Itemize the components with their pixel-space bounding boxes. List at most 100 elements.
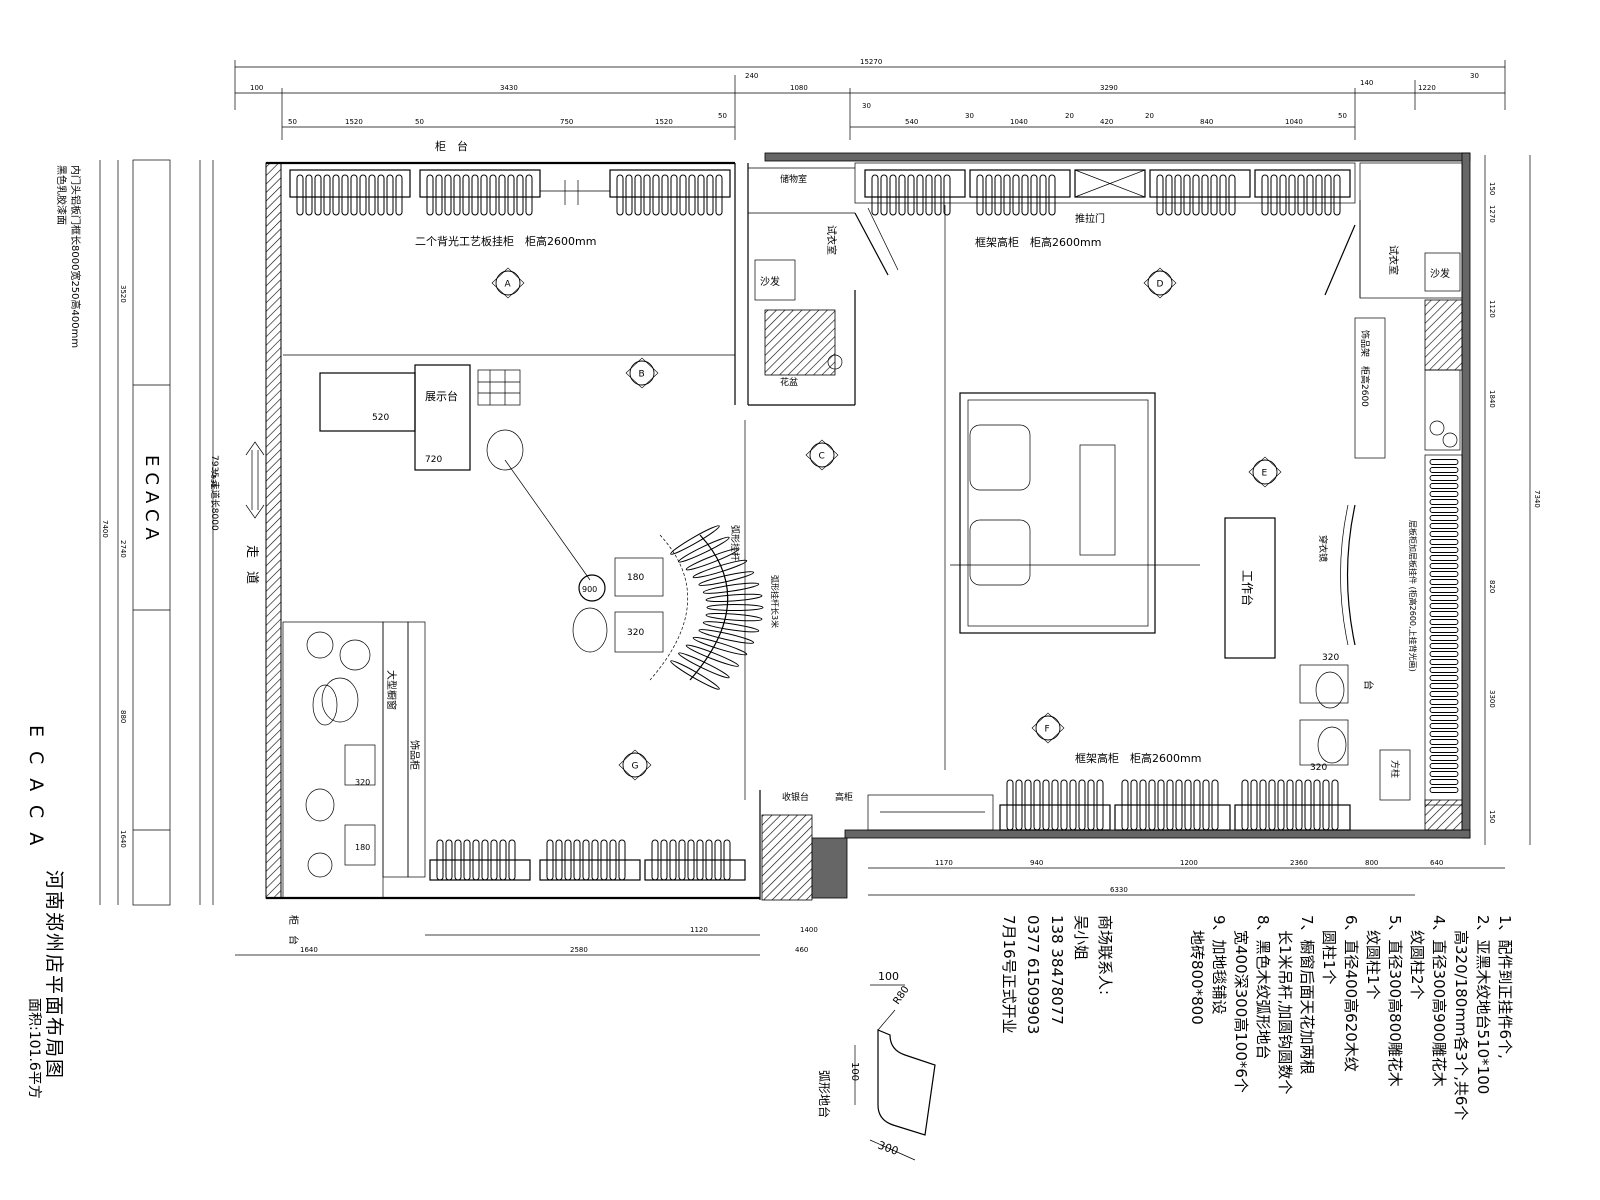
- hanger: [1429, 643, 1459, 649]
- hanger: [1429, 691, 1459, 697]
- marker-circle: [809, 442, 835, 468]
- flower-pot-label: 花盆: [780, 376, 798, 388]
- hanger: [1429, 555, 1459, 561]
- hanger: [1429, 539, 1459, 545]
- dim-right-8: 7340: [1533, 490, 1541, 508]
- hanger: [591, 839, 599, 881]
- dim-top-2: 3430: [500, 84, 518, 92]
- dim-left-3: 2740: [119, 540, 127, 558]
- storage-label: 储物室: [780, 173, 807, 185]
- hanger: [490, 839, 498, 881]
- arc-hanger: [702, 582, 760, 594]
- marker-label: F: [1045, 725, 1050, 735]
- dim-bottom-4: 1400: [800, 926, 818, 934]
- walls: [265, 152, 1471, 901]
- hanger: [1429, 475, 1459, 481]
- hanger: [1024, 779, 1032, 831]
- fitting-room-right: [1324, 162, 1463, 299]
- frame-top-label: 框架高柜 柜高2600mm: [975, 235, 1101, 249]
- top-right-hangers: [871, 174, 1341, 216]
- hanger: [651, 839, 659, 881]
- big-window-label: 大型橱窗: [385, 670, 398, 710]
- hanger: [1259, 779, 1267, 831]
- hanger: [453, 174, 461, 216]
- size-720: 720: [425, 455, 442, 465]
- marker-circle: [1035, 715, 1061, 741]
- note-line: 1、配件到正挂件6个,: [1496, 915, 1514, 1059]
- hanger: [1429, 787, 1459, 793]
- work-table: [1224, 517, 1276, 659]
- dim-top2-15: 1040: [1285, 118, 1303, 126]
- detail-label: 弧形地台: [817, 1070, 832, 1118]
- hanger: [1003, 174, 1011, 216]
- hanger: [1156, 174, 1164, 216]
- notes-block: 1、配件到正挂件6个,2、亚黑木纹地台510*100 高320/180mm各3个…: [1188, 915, 1514, 1120]
- cashier-label: 收银台: [782, 791, 809, 803]
- hanger: [1166, 779, 1174, 831]
- arc-hanger: [670, 660, 720, 690]
- left-vertical-ruler: [99, 160, 214, 905]
- dim-top2-2: 1520: [345, 118, 363, 126]
- hanger: [1429, 611, 1459, 617]
- hanger: [480, 174, 488, 216]
- brand-box-text: ECACA: [141, 455, 162, 546]
- hanger: [471, 174, 479, 216]
- hanger: [516, 174, 524, 216]
- hanger: [609, 839, 617, 881]
- hanger: [1429, 587, 1459, 593]
- hanger: [625, 174, 633, 216]
- dim-right-2: 1270: [1488, 205, 1496, 223]
- hanger: [507, 174, 515, 216]
- hanger: [652, 174, 660, 216]
- hanger: [445, 839, 453, 881]
- hanger: [616, 174, 624, 216]
- hanger: [463, 839, 471, 881]
- pedestals: [486, 429, 664, 653]
- hanger: [498, 174, 506, 216]
- hanger: [395, 174, 403, 216]
- hanger: [1306, 174, 1314, 216]
- fitting-room-left: [754, 207, 899, 376]
- hanger: [1429, 571, 1459, 577]
- hanger: [943, 174, 951, 216]
- note-line: 8、黑色木纹弧形地台: [1254, 915, 1272, 1060]
- hanger: [1429, 771, 1459, 777]
- dim-right-4: 1840: [1488, 390, 1496, 408]
- bottom-left-hangers: [436, 839, 731, 881]
- brand-vertical-box: ECACA: [132, 159, 171, 906]
- accessory-label: 饰品柜: [408, 740, 421, 770]
- hanger: [1322, 779, 1330, 831]
- detail-w300: 300: [876, 1139, 900, 1158]
- hanger: [898, 174, 906, 216]
- hanger: [1429, 707, 1459, 713]
- hanger: [889, 174, 897, 216]
- top-left-cabinet: [289, 169, 731, 205]
- dim-bottom-9: 800: [1365, 859, 1378, 867]
- dim-top-3: 240: [745, 72, 758, 80]
- hanger: [1042, 779, 1050, 831]
- note-line: 5、直径300高800雕花木: [1386, 915, 1404, 1087]
- hanger: [1429, 763, 1459, 769]
- note-line: 长1米吊杆,加圆钩圆数个: [1276, 915, 1294, 1094]
- hanger: [1315, 174, 1323, 216]
- hanger: [1250, 779, 1258, 831]
- hanger: [1261, 174, 1269, 216]
- hanger: [472, 839, 480, 881]
- hanger: [1033, 779, 1041, 831]
- dim-bottom-5: 1170: [935, 859, 953, 867]
- square-pillar-box: [1379, 749, 1411, 801]
- marker-circle: [1147, 270, 1173, 296]
- hanger: [1228, 174, 1236, 216]
- hanger: [1429, 699, 1459, 705]
- dim-top2-5: 1520: [655, 118, 673, 126]
- dim-left-5: 1640: [119, 830, 127, 848]
- hanger: [1202, 779, 1210, 831]
- right-wall-label: 层板柜加层板挂件 (柜高2600,上挂背光画): [1408, 520, 1418, 672]
- left-dimensions: 7935 3520 2740 880 1640 7400: [101, 285, 217, 848]
- size-180-b: 180: [355, 843, 370, 852]
- hanger: [546, 839, 554, 881]
- hanger: [350, 174, 358, 216]
- hanger: [1279, 174, 1287, 216]
- hanger: [582, 839, 590, 881]
- dim-top2-7: 30: [862, 102, 871, 110]
